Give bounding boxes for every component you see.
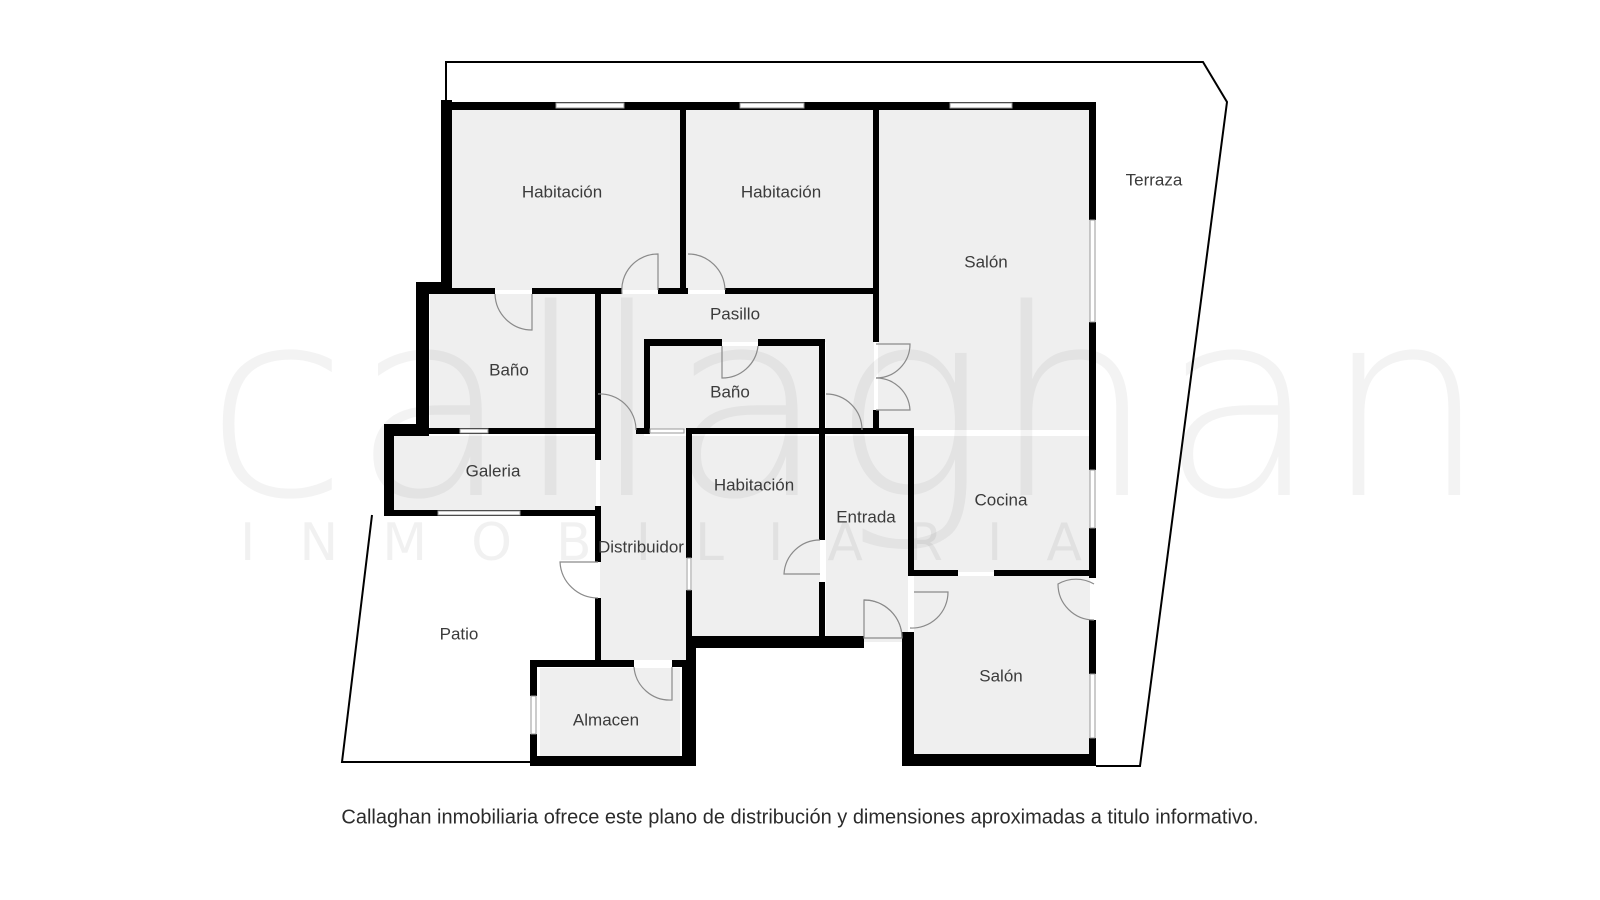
- label-patio: Patio: [440, 624, 479, 643]
- label-habitacion-1: Habitación: [522, 182, 602, 201]
- disclaimer-text: Callaghan inmobiliaria ofrece este plano…: [341, 806, 1259, 829]
- label-habitacion-2: Habitación: [741, 182, 821, 201]
- watermark-subtitle: INMOBILIARIA: [240, 513, 1126, 573]
- label-bano-2: Baño: [710, 382, 750, 401]
- room-fills: [394, 110, 1090, 756]
- windows: [437, 102, 1096, 739]
- door-swings: [494, 253, 1095, 701]
- label-almacen: Almacen: [573, 710, 639, 729]
- label-entrada: Entrada: [836, 507, 896, 526]
- label-galeria: Galeria: [466, 461, 521, 480]
- label-salon-2: Salón: [979, 666, 1022, 685]
- terraza-outline: [445, 61, 1229, 767]
- label-pasillo: Pasillo: [710, 304, 760, 323]
- label-cocina: Cocina: [975, 490, 1028, 509]
- room-labels: Habitación Habitación Salón Terraza Baño…: [440, 170, 1183, 729]
- label-habitacion-3: Habitación: [714, 475, 794, 494]
- label-terraza: Terraza: [1126, 170, 1183, 189]
- label-bano-1: Baño: [489, 360, 529, 379]
- label-distribuidor: Distribuidor: [598, 537, 684, 556]
- label-salon-1: Salón: [964, 252, 1007, 271]
